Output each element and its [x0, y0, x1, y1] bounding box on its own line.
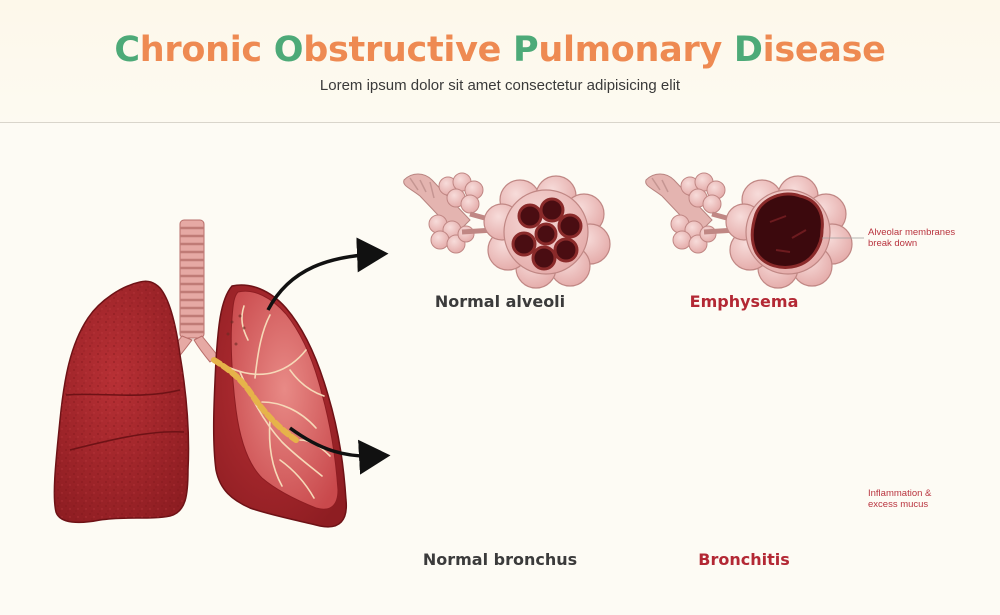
arrow-to-alveoli: [266, 237, 389, 311]
note-bronchitis-line1: Inflammation &: [868, 488, 932, 499]
note-bronchitis-line2: excess mucus: [868, 499, 929, 510]
lung-cutaway: [230, 290, 339, 510]
emphysema-illustration: [645, 172, 864, 289]
label-normal-alveoli: Normal alveoli: [434, 292, 566, 311]
page-subtitle: Lorem ipsum dolor sit amet consectetur a…: [319, 77, 681, 94]
title-word-2: Obstructive: [273, 30, 502, 70]
note-emphysema: Alveolar membranes break down: [868, 227, 955, 249]
note-bronchitis: Inflammation & excess mucus: [868, 488, 931, 510]
title-word-4: Disease: [733, 30, 886, 70]
arrow-to-bronchus: [288, 426, 391, 475]
lungs-illustration: [53, 219, 348, 528]
page-title: Chronic Obstructive Pulmonary Disease: [0, 30, 1000, 70]
title-word-3: Pulmonary: [512, 30, 722, 70]
note-emphysema-line2: break down: [868, 238, 918, 249]
label-emphysema: Emphysema: [689, 292, 799, 311]
title-word-1: Chronic: [114, 30, 262, 70]
label-bronchitis: Bronchitis: [698, 550, 790, 569]
label-normal-bronchus: Normal bronchus: [422, 550, 578, 569]
normal-alveoli-illustration: [403, 172, 611, 289]
header-band: Chronic Obstructive Pulmonary Disease Lo…: [0, 0, 1000, 123]
highlighted-airway: [211, 357, 299, 443]
lung-dots: [226, 314, 246, 346]
note-emphysema-line1: Alveolar membranes: [868, 227, 956, 238]
